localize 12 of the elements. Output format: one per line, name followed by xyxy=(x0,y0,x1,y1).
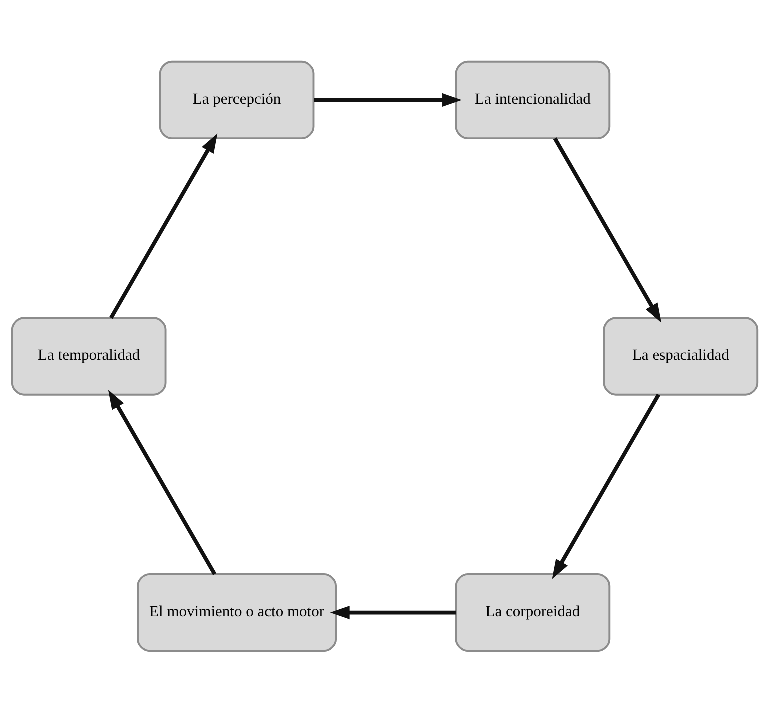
arrow xyxy=(552,394,660,580)
node-box: La intencionalidad xyxy=(455,60,611,140)
arrow xyxy=(314,93,462,108)
node-box: La corporeidad xyxy=(455,573,611,652)
arrow xyxy=(110,134,218,320)
arrow xyxy=(553,138,662,323)
arrow xyxy=(108,390,217,576)
node-box: La percepción xyxy=(159,60,315,140)
node-box: La espacialidad xyxy=(603,317,759,396)
node-box: El movimiento o acto motor xyxy=(137,573,338,652)
arrow xyxy=(330,606,456,620)
node-box: La temporalidad xyxy=(11,317,167,396)
